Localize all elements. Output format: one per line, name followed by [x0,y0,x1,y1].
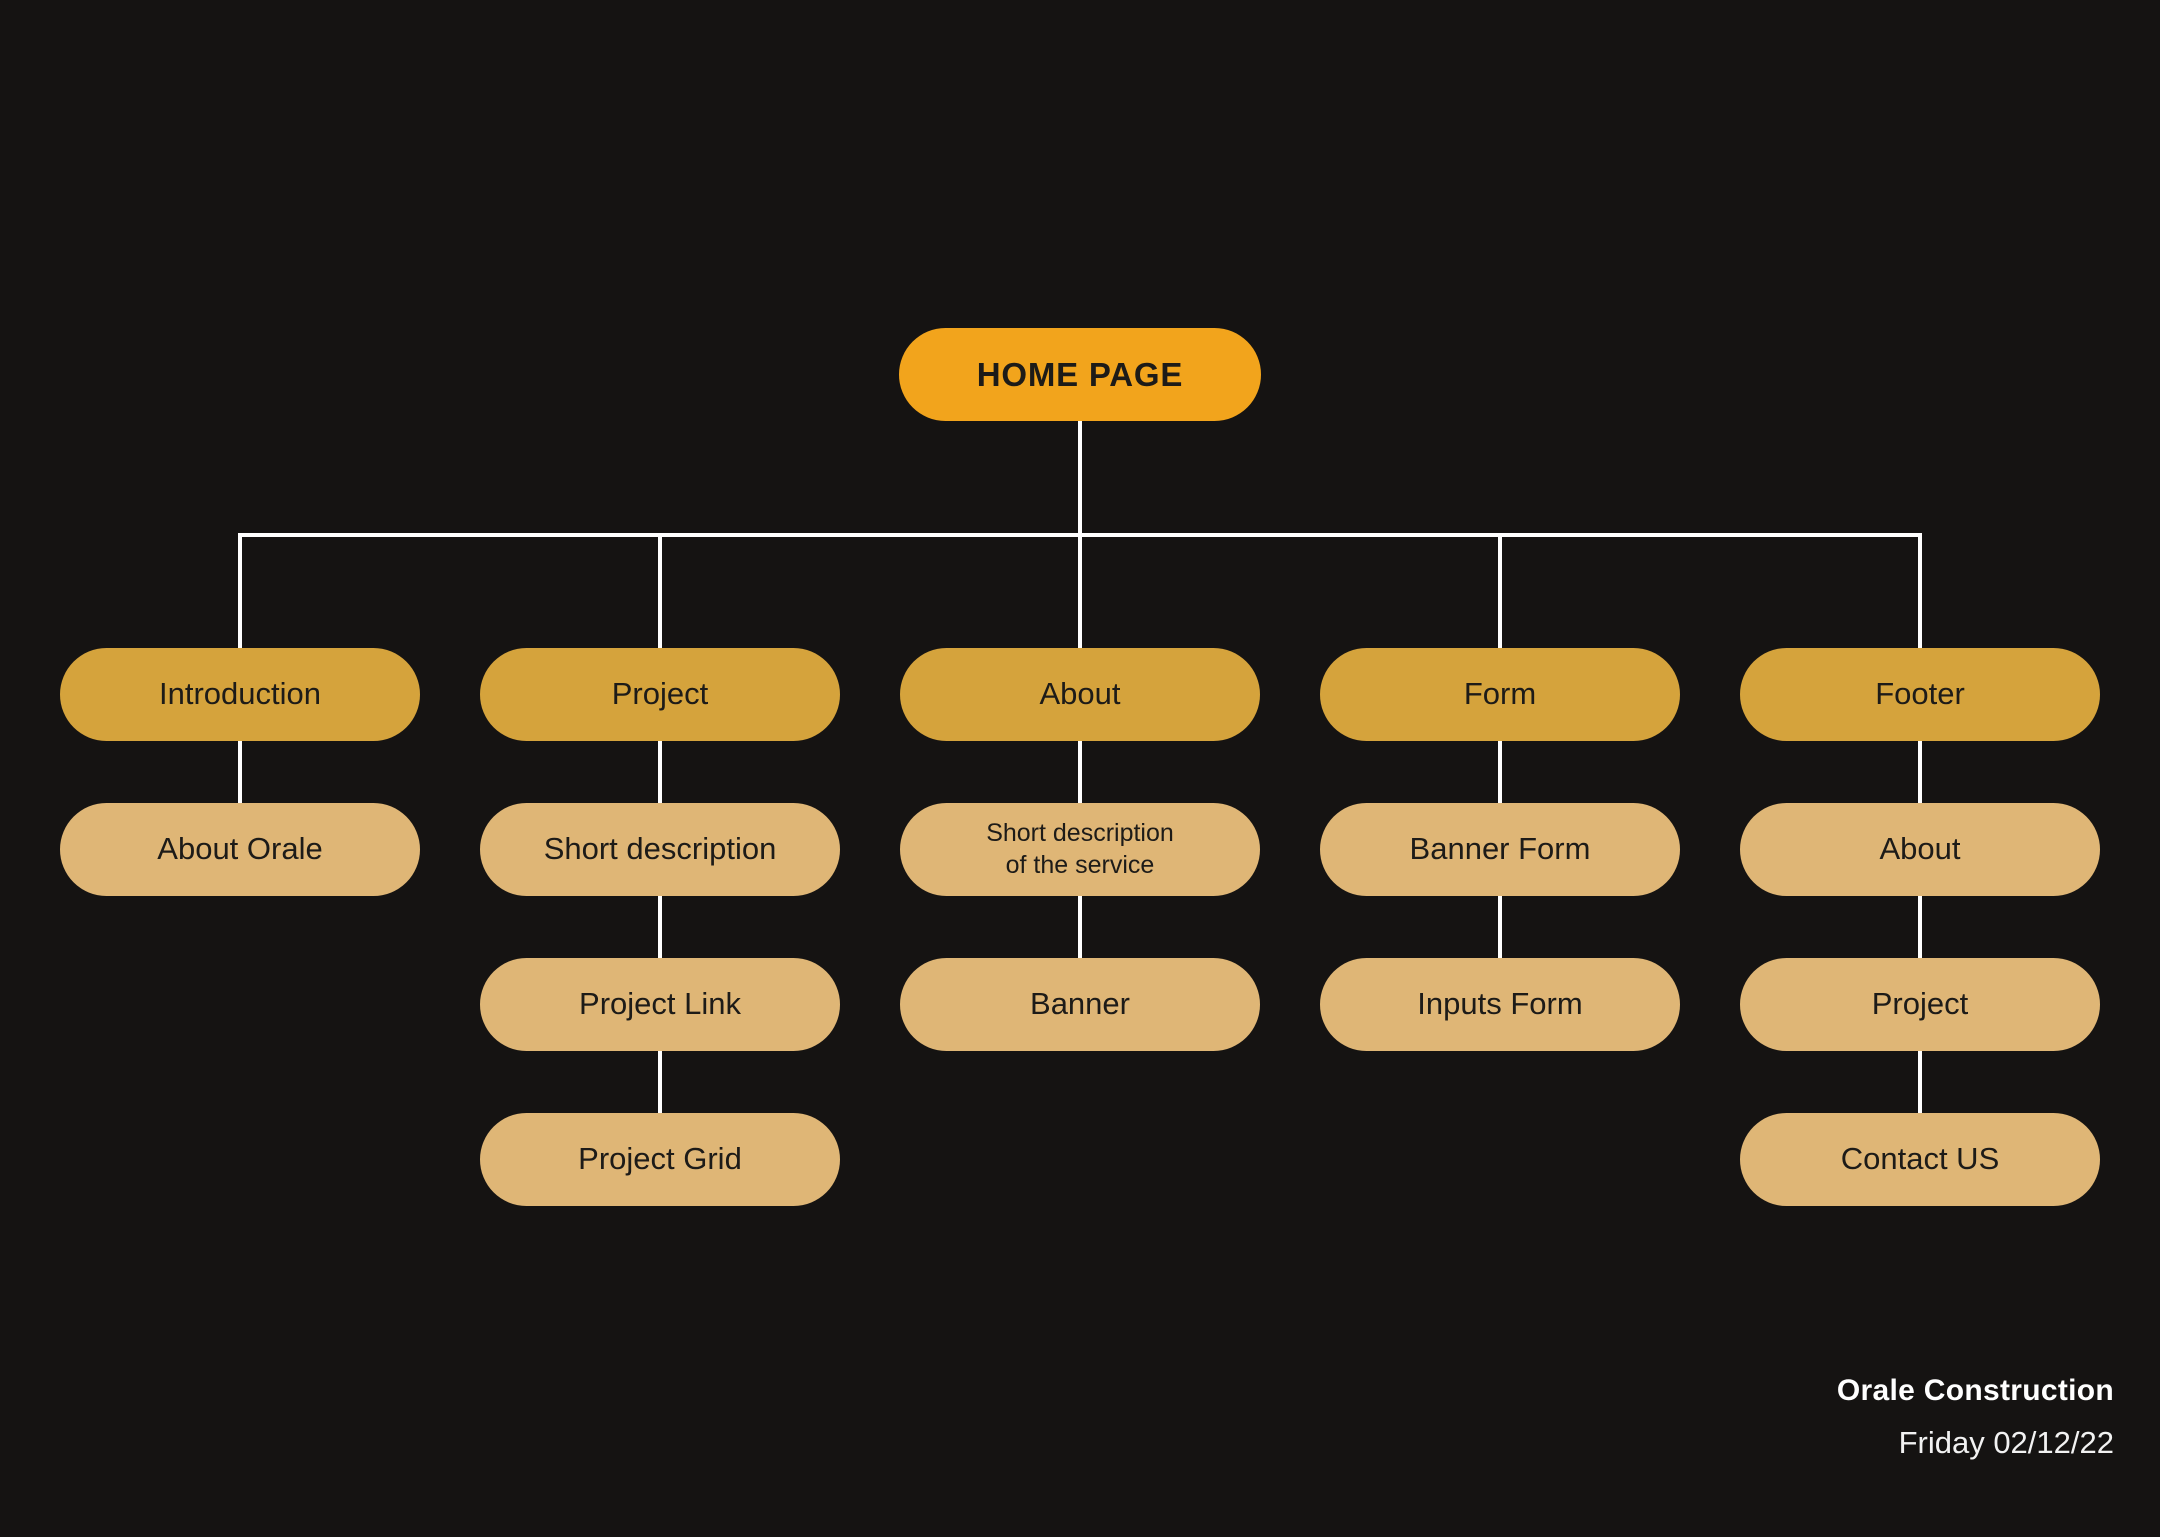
node-form-inputs-form[interactable]: Inputs Form [1320,958,1680,1051]
node-project[interactable]: Project [480,648,840,741]
connector-line [1078,419,1082,537]
node-form[interactable]: Form [1320,648,1680,741]
node-project-project-grid[interactable]: Project Grid [480,1113,840,1206]
connector-line [1498,533,1502,978]
node-project-short-description[interactable]: Short description [480,803,840,896]
node-about[interactable]: About [900,648,1260,741]
diagram-date: Friday 02/12/22 [1898,1425,2114,1460]
connector-line [1078,533,1082,978]
node-introduction-about-orale[interactable]: About Orale [60,803,420,896]
node-about-short-description-of-the-service[interactable]: Short description of the service [900,803,1260,896]
node-project-project-link[interactable]: Project Link [480,958,840,1051]
node-home-page[interactable]: HOME PAGE [899,328,1261,421]
node-introduction[interactable]: Introduction [60,648,420,741]
node-footer-project[interactable]: Project [1740,958,2100,1051]
node-footer-contact-us[interactable]: Contact US [1740,1113,2100,1206]
company-name: Orale Construction [1836,1374,2114,1407]
node-footer[interactable]: Footer [1740,648,2100,741]
node-footer-about[interactable]: About [1740,803,2100,896]
node-form-banner-form[interactable]: Banner Form [1320,803,1680,896]
credits: Orale Construction Friday 02/12/22 [1837,1374,2114,1461]
node-about-banner[interactable]: Banner [900,958,1260,1051]
